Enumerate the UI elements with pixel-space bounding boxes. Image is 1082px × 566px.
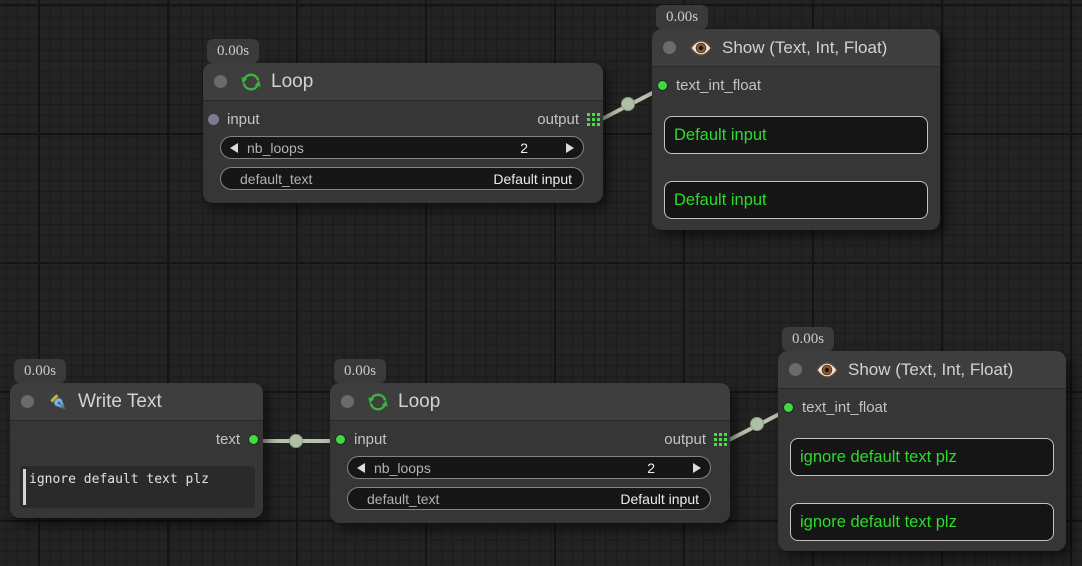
link-midpoint-dot[interactable] xyxy=(289,434,303,448)
increment-arrow-icon[interactable] xyxy=(693,462,701,473)
node-header[interactable]: Show (Text, Int, Float) xyxy=(778,351,1066,389)
widget-name: nb_loops xyxy=(374,459,431,476)
output-slot[interactable]: output xyxy=(664,427,727,452)
collapse-dot[interactable] xyxy=(214,75,227,88)
collapse-dot[interactable] xyxy=(789,363,802,376)
input-slot-label: input xyxy=(354,431,387,448)
input-slot[interactable]: text_int_float xyxy=(783,395,887,420)
input-slot-label: input xyxy=(227,111,260,128)
execution-time-badge: 0.00s xyxy=(782,327,835,351)
nb-loops-stepper[interactable]: nb_loops 2 xyxy=(220,136,584,159)
collapse-dot[interactable] xyxy=(341,395,354,408)
input-slot-dot[interactable] xyxy=(335,434,346,445)
output-slot-dot[interactable] xyxy=(248,434,259,445)
widget-name: default_text xyxy=(240,170,313,187)
eye-icon xyxy=(689,38,713,58)
link-midpoint-dot[interactable] xyxy=(750,417,764,431)
textarea-content: ignore default text plz xyxy=(29,472,210,487)
default-text-widget[interactable]: default_text Default input xyxy=(220,167,584,190)
output-text-display[interactable]: ignore default text plz xyxy=(790,503,1054,541)
input-slot-dot[interactable] xyxy=(208,114,219,125)
node-title: Show (Text, Int, Float) xyxy=(848,359,1014,379)
execution-time-badge: 0.00s xyxy=(14,359,67,383)
slot-row: text xyxy=(10,427,263,452)
output-slot-label: text xyxy=(215,431,240,448)
collapse-dot[interactable] xyxy=(21,395,34,408)
input-slot-dot[interactable] xyxy=(783,402,794,413)
execution-time-badge: 0.00s xyxy=(207,39,260,63)
node-title: Loop xyxy=(398,390,441,412)
node-header[interactable]: Show (Text, Int, Float) xyxy=(652,29,940,67)
node-title: Write Text xyxy=(78,390,162,412)
node-write-text[interactable]: 0.00s Write Text text xyxy=(10,359,263,518)
slot-row: input output xyxy=(203,107,603,132)
recycle-icon xyxy=(367,391,389,413)
widget-name: default_text xyxy=(367,490,440,507)
node-title: Loop xyxy=(271,70,314,92)
multi-output-grid-icon[interactable] xyxy=(714,433,727,446)
text-input-area[interactable]: ignore default text plz xyxy=(20,466,255,508)
decrement-arrow-icon[interactable] xyxy=(230,142,238,153)
node-title: Show (Text, Int, Float) xyxy=(722,37,888,57)
node-header[interactable]: Write Text xyxy=(10,383,263,421)
output-text-display[interactable]: ignore default text plz xyxy=(790,438,1054,476)
widget-value: Default input xyxy=(493,170,572,187)
output-text-display[interactable]: Default input xyxy=(664,181,928,219)
widget-value: 2 xyxy=(520,139,528,156)
slot-row: input output xyxy=(330,427,730,452)
slot-row: text_int_float xyxy=(652,73,940,98)
input-slot-label: text_int_float xyxy=(676,77,762,94)
recycle-icon xyxy=(240,71,262,93)
input-slot[interactable]: input xyxy=(208,107,260,132)
text-cursor xyxy=(23,469,26,505)
widget-name: nb_loops xyxy=(247,139,304,156)
output-slot[interactable]: text xyxy=(216,427,259,452)
output-slot-label: output xyxy=(537,111,579,128)
node-header[interactable]: Loop xyxy=(203,63,603,101)
output-slot-label: output xyxy=(664,431,706,448)
input-slot[interactable]: input xyxy=(335,427,387,452)
eye-icon xyxy=(815,360,839,380)
input-slot[interactable]: text_int_float xyxy=(657,73,761,98)
decrement-arrow-icon[interactable] xyxy=(357,462,365,473)
collapse-dot[interactable] xyxy=(663,41,676,54)
node-loop-top[interactable]: 0.00s Loop input xyxy=(203,39,603,203)
input-slot-dot[interactable] xyxy=(657,80,668,91)
node-header[interactable]: Loop xyxy=(330,383,730,421)
widget-value: 2 xyxy=(647,459,655,476)
execution-time-badge: 0.00s xyxy=(334,359,387,383)
multi-output-grid-icon[interactable] xyxy=(587,113,600,126)
fountain-pen-icon xyxy=(47,391,69,413)
widget-value: Default input xyxy=(620,490,699,507)
node-show-top[interactable]: 0.00s Show (Text, Int, Float) text_int_f… xyxy=(652,5,940,230)
input-slot-label: text_int_float xyxy=(802,399,888,416)
execution-time-badge: 0.00s xyxy=(656,5,709,29)
node-show-bottom[interactable]: 0.00s Show (Text, Int, Float) text_int_f… xyxy=(778,327,1066,551)
nb-loops-stepper[interactable]: nb_loops 2 xyxy=(347,456,711,479)
output-text-display[interactable]: Default input xyxy=(664,116,928,154)
default-text-widget[interactable]: default_text Default input xyxy=(347,487,711,510)
output-slot[interactable]: output xyxy=(537,107,600,132)
link-midpoint-dot[interactable] xyxy=(621,97,635,111)
increment-arrow-icon[interactable] xyxy=(566,142,574,153)
node-loop-bottom[interactable]: 0.00s Loop input xyxy=(330,359,730,523)
slot-row: text_int_float xyxy=(778,395,1066,420)
